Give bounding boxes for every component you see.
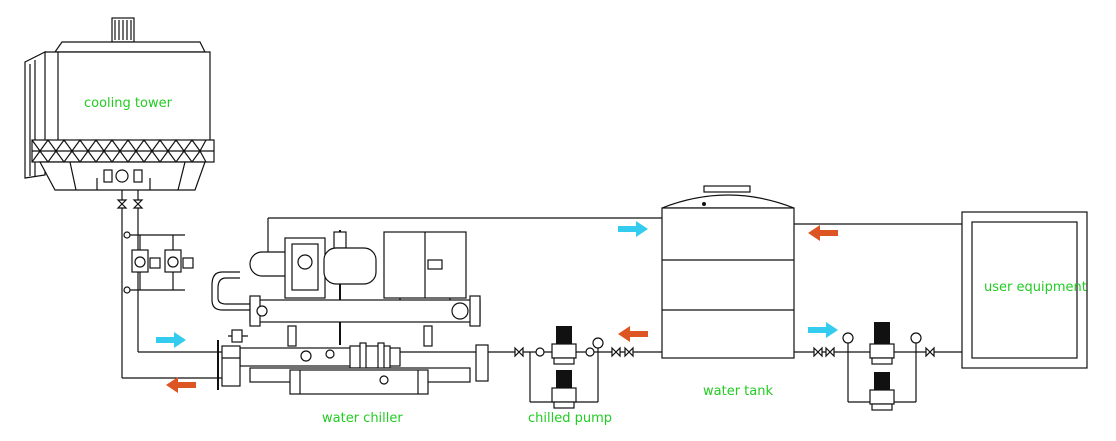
arrow-right-icon xyxy=(808,322,838,338)
water-tank-label: water tank xyxy=(703,384,774,399)
water-chiller-label: water chiller xyxy=(322,411,403,426)
water-tank xyxy=(661,185,795,359)
cooling-pump-icon xyxy=(123,231,194,294)
arrow-right-icon xyxy=(618,221,648,237)
pump-icon xyxy=(869,372,895,411)
pump-icon xyxy=(869,322,895,365)
user-supply-pipes xyxy=(794,223,962,411)
fan-motor-icon xyxy=(111,17,135,43)
pump-icon xyxy=(551,370,577,409)
cooling-tower xyxy=(24,17,215,191)
arrow-left-icon xyxy=(618,326,648,342)
chilled-pump-label: chilled pump xyxy=(528,411,613,426)
arrow-right-icon xyxy=(156,332,186,348)
user-equipment-label: user equipment xyxy=(984,280,1087,295)
arrow-left-icon xyxy=(166,377,196,393)
cooling-water-pipes xyxy=(116,190,222,379)
arrow-left-icon xyxy=(808,225,838,241)
water-chiller xyxy=(211,230,515,395)
chilled-pump-group xyxy=(514,326,662,409)
flow-arrows xyxy=(156,221,838,393)
cooling-tower-label: cooling tower xyxy=(84,96,172,111)
pump-icon xyxy=(551,326,577,365)
user-equipment xyxy=(961,211,1088,369)
